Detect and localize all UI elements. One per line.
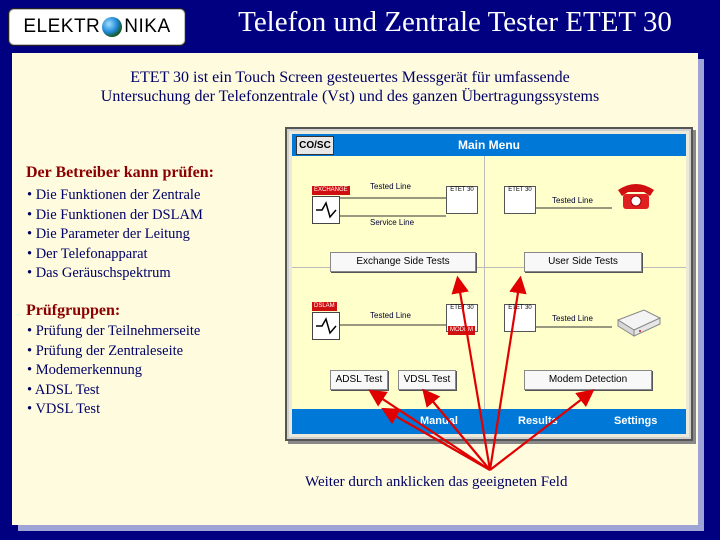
list-item: Prüfung der Teilnehmerseite: [27, 322, 201, 342]
manual-button[interactable]: Manual: [420, 415, 458, 427]
screen-bottom-bar: Manual Results Settings: [292, 409, 686, 434]
dslam-tag: DSLAM: [312, 302, 337, 311]
q4-etet-device: ETET 30: [504, 304, 536, 332]
list-item: Der Telefonapparat: [27, 245, 203, 265]
logo-text-right: NIKA: [124, 16, 171, 37]
user-side-tests-button[interactable]: User Side Tests: [524, 252, 642, 272]
q1-tested-line-label: Tested Line: [370, 182, 411, 191]
screen-titlebar: Main Menu CO/SC: [292, 134, 686, 156]
arrow: [368, 389, 491, 471]
q1-service-line-label: Service Line: [370, 218, 415, 227]
pruefgruppen-heading: Prüfgruppen:: [26, 302, 121, 319]
brand-logo: ELEKTR NIKA: [8, 8, 186, 46]
globe-icon: [102, 17, 123, 37]
q2-etet-device: ETET 30: [504, 186, 536, 214]
adsl-test-button[interactable]: ADSL Test: [330, 370, 388, 390]
exchange-tag: EXCHANGE: [312, 186, 350, 195]
q4-tested-line-label: Tested Line: [552, 314, 593, 323]
arrow: [489, 389, 595, 471]
divider-horizontal: [292, 267, 686, 268]
q2-line-graphic: [536, 207, 612, 209]
modem-icon: [616, 309, 662, 337]
q4-line-graphic: [536, 326, 612, 328]
betreiber-heading: Der Betreiber kann prüfen:: [26, 164, 214, 181]
q1-etet-device: ETET 30: [446, 186, 478, 214]
q1-line-graphic: [340, 197, 446, 217]
intro-line-1: ETET 30 ist ein Touch Screen gesteuertes…: [130, 69, 570, 86]
arrow: [381, 407, 491, 471]
list-item: Die Funktionen der DSLAM: [27, 206, 203, 226]
arrow: [488, 275, 527, 471]
betreiber-list: Die Funktionen der Zentrale Die Funktion…: [27, 186, 203, 284]
settings-button[interactable]: Settings: [614, 415, 658, 427]
intro-line-2: Untersuchung der Telefonzentrale (Vst) u…: [100, 88, 600, 105]
q2-tested-line-label: Tested Line: [552, 196, 593, 205]
cosc-button[interactable]: CO/SC: [296, 136, 334, 155]
arrow: [422, 388, 491, 471]
telephone-icon: [618, 184, 654, 209]
arrow: [451, 275, 492, 471]
q3-tested-line-label: Tested Line: [370, 311, 411, 320]
q3-line-graphic: [340, 324, 446, 326]
exchange-side-tests-button[interactable]: Exchange Side Tests: [330, 252, 476, 272]
exchange-icon: [312, 196, 340, 224]
list-item: Die Funktionen der Zentrale: [27, 186, 203, 206]
screen-content: Main Menu CO/SC EXCHANGE Tested Line Ser…: [292, 134, 686, 434]
list-item: Das Geräuschspektrum: [27, 264, 203, 284]
modem-tag: MODEM: [448, 326, 475, 335]
dslam-icon: [312, 312, 340, 340]
page-title: Telefon und Zentrale Tester ETET 30: [238, 6, 672, 38]
list-item: VDSL Test: [27, 400, 200, 420]
divider-vertical: [484, 156, 485, 409]
logo-text-left: ELEKTR: [23, 16, 101, 37]
list-item: ADSL Test: [27, 381, 200, 401]
main-menu-title: Main Menu: [458, 138, 520, 152]
list-item: Die Parameter der Leitung: [27, 225, 203, 245]
list-item: Prüfung der Zentraleseite: [27, 342, 200, 362]
pruefgruppen-list: Prüfung der Teilnehmerseite Prüfung der …: [27, 322, 200, 420]
intro-text: ETET 30 ist ein Touch Screen gesteuertes…: [30, 68, 670, 106]
footer-hint: Weiter durch anklicken das geeigneten Fe…: [305, 474, 568, 490]
device-screen: Main Menu CO/SC EXCHANGE Tested Line Ser…: [285, 127, 693, 441]
list-item: Modemerkennung: [27, 361, 200, 381]
